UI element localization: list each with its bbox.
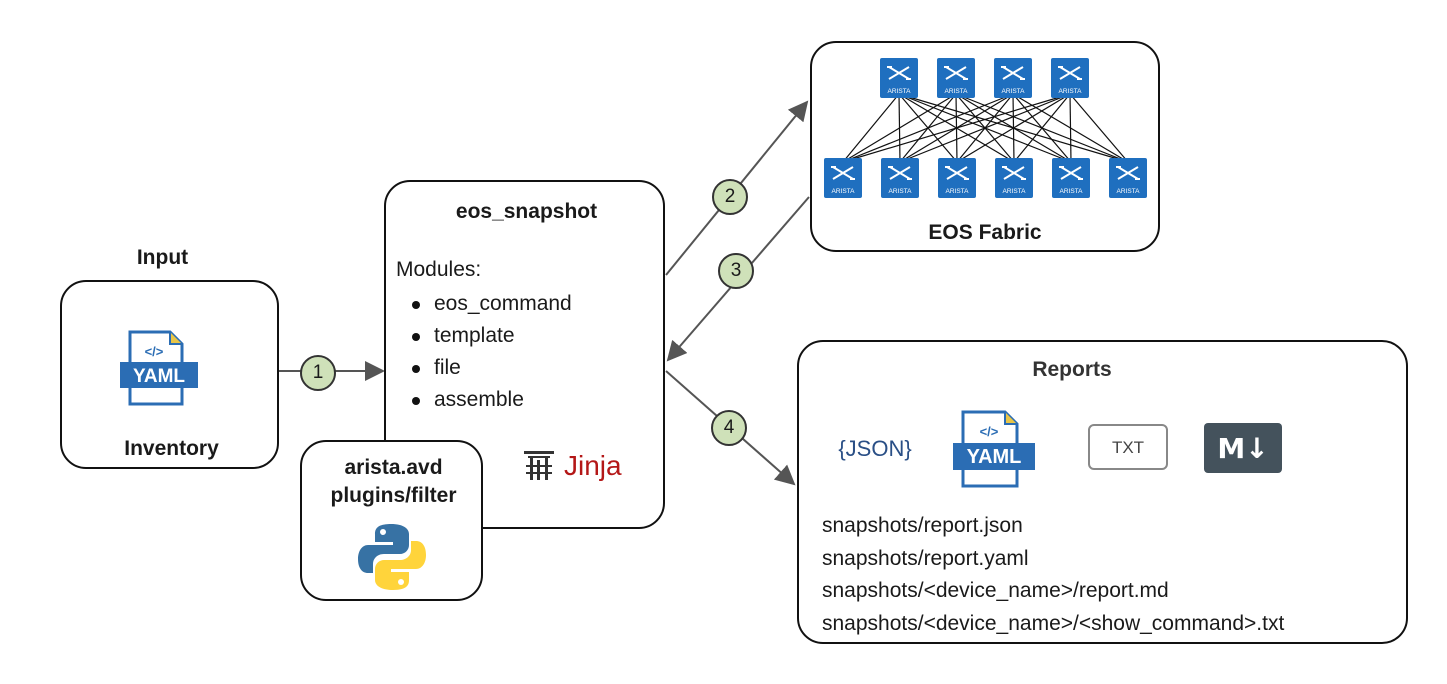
svg-text:TXT: TXT — [1112, 438, 1144, 457]
svg-text:YAML: YAML — [967, 446, 1022, 468]
svg-text:ARISTA: ARISTA — [832, 188, 856, 195]
fabric-link — [1069, 93, 1129, 163]
report-path: snapshots/report.yaml — [822, 546, 1029, 570]
svg-text:ARISTA: ARISTA — [889, 188, 913, 195]
svg-text:ARISTA: ARISTA — [1059, 88, 1083, 95]
yaml-file-icon: YAML </> — [120, 330, 200, 406]
jinja-text: Jinja — [564, 450, 622, 481]
fabric-link — [842, 93, 1014, 163]
module-item: assemble — [396, 384, 572, 416]
svg-text:M↓: M↓ — [1217, 432, 1268, 465]
fabric-link — [899, 93, 1071, 163]
svg-text:ARISTA: ARISTA — [946, 188, 970, 195]
leaf-switch-icon: ARISTA — [1052, 158, 1090, 198]
json-icon: {JSON} — [837, 427, 913, 467]
module-item: eos_command — [396, 288, 572, 320]
report-path: snapshots/<device_name>/report.md — [822, 579, 1169, 602]
fabric-link — [842, 93, 1071, 163]
fabric-topology: ARISTA ARISTA ARISTA ARISTA ARISTA ARISTA ARIS… — [824, 58, 1147, 198]
snapshot-title: eos_snapshot — [455, 200, 598, 223]
fabric-link — [842, 93, 900, 163]
avd-line1: arista.avd — [344, 456, 443, 479]
svg-text:</>: </> — [980, 424, 999, 439]
input-heading: Input — [136, 246, 189, 269]
svg-text:ARISTA: ARISTA — [1060, 188, 1084, 195]
fabric-label: EOS Fabric — [928, 221, 1042, 244]
leaf-switch-icon: ARISTA — [995, 158, 1033, 198]
input-box: YAML </> Inventory — [60, 280, 279, 469]
svg-text:ARISTA: ARISTA — [1002, 88, 1026, 95]
python-logo-icon — [358, 522, 426, 592]
svg-text:ARISTA: ARISTA — [1003, 188, 1027, 195]
module-item: file — [396, 352, 572, 384]
svg-text:{JSON}: {JSON} — [838, 436, 911, 461]
svg-text:ARISTA: ARISTA — [945, 88, 969, 95]
fabric-box: ARISTA ARISTA ARISTA ARISTA ARISTA ARISTA ARIS… — [810, 41, 1160, 252]
spine-switch-icon: ARISTA — [994, 58, 1032, 98]
svg-text:ARISTA: ARISTA — [1117, 188, 1141, 195]
report-path: snapshots/report.json — [822, 514, 1023, 537]
input-label: Inventory — [124, 437, 219, 460]
modules-list: eos_command template file assemble — [396, 288, 572, 416]
leaf-switch-icon: ARISTA — [881, 158, 919, 198]
fabric-link — [1013, 93, 1071, 163]
fabric-link — [1069, 93, 1072, 163]
leaf-switch-icon: ARISTA — [1109, 158, 1147, 198]
fabric-link — [956, 93, 1071, 163]
spine-switch-icon: ARISTA — [880, 58, 918, 98]
yaml-icon-tag: </> — [145, 344, 164, 359]
markdown-icon: M↓ — [1204, 423, 1282, 473]
yaml-report-icon: YAML </> — [949, 410, 1039, 488]
avd-plugins-box: arista.avd plugins/filter — [300, 440, 483, 601]
jinja-logo: Jinja — [522, 445, 642, 483]
step-1-badge: 1 — [300, 355, 336, 391]
fabric-link — [842, 93, 957, 163]
svg-text:ARISTA: ARISTA — [888, 88, 912, 95]
avd-line2: plugins/filter — [330, 484, 457, 507]
reports-title: Reports — [1032, 358, 1112, 381]
leaf-switch-icon: ARISTA — [938, 158, 976, 198]
spine-switch-icon: ARISTA — [1051, 58, 1089, 98]
step-2-badge: 2 — [712, 179, 748, 215]
leaf-switch-icon: ARISTA — [824, 158, 862, 198]
yaml-icon-text: YAML — [133, 366, 185, 387]
step-3-badge: 3 — [718, 253, 754, 289]
module-item: template — [396, 320, 572, 352]
txt-icon: TXT — [1088, 424, 1168, 470]
spine-switch-icon: ARISTA — [937, 58, 975, 98]
modules-label: Modules: — [396, 258, 482, 281]
report-path: snapshots/<device_name>/<show_command>.t… — [822, 611, 1285, 635]
step-4-badge: 4 — [711, 410, 747, 446]
report-paths: snapshots/report.json snapshots/report.y… — [822, 510, 1284, 640]
reports-box: Reports {JSON} YAML </> TXT M↓ — [797, 340, 1408, 644]
